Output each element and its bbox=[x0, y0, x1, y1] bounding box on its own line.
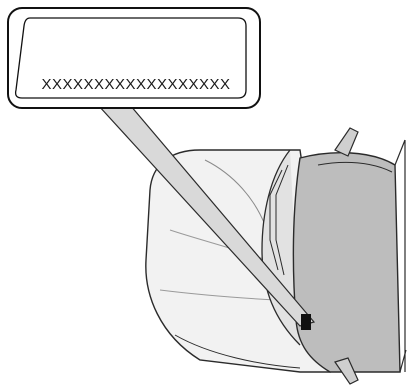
car-top-view-illustration bbox=[146, 128, 406, 384]
vin-tag-marker bbox=[301, 314, 311, 330]
windshield bbox=[293, 153, 400, 372]
vin-label-text: XXXXXXXXXXXXXXXXXX bbox=[20, 76, 252, 93]
mirror-top bbox=[335, 128, 358, 156]
